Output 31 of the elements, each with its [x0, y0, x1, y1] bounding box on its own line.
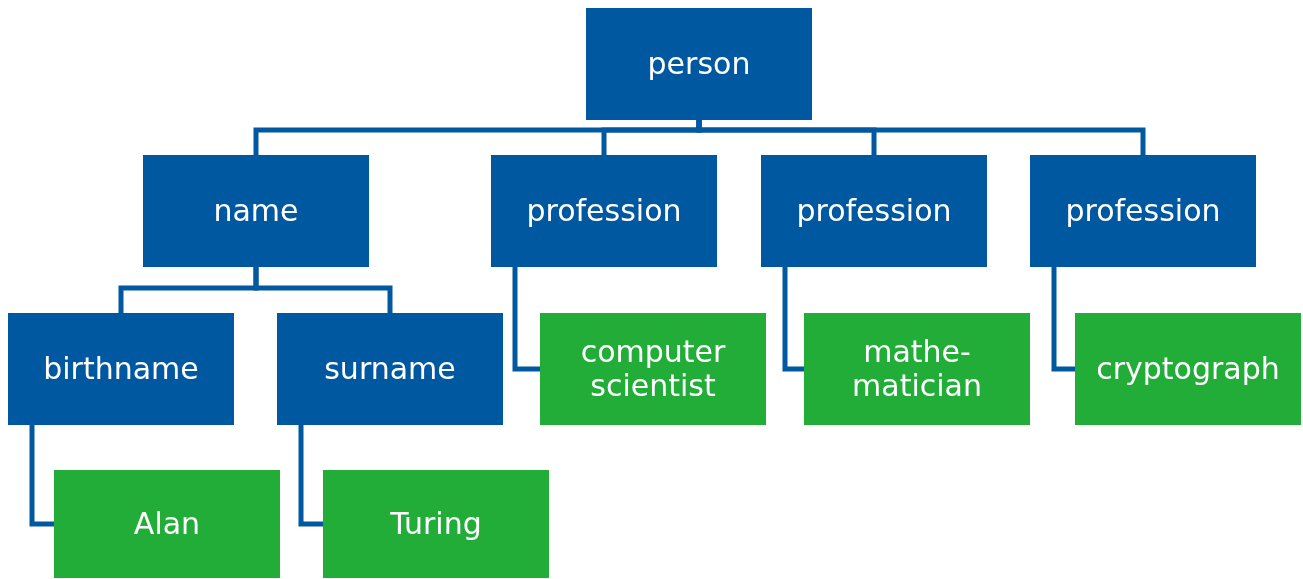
category-box: [1030, 155, 1256, 267]
node-label: profession: [796, 193, 952, 229]
node-label: name: [213, 193, 299, 229]
value-box: [323, 470, 549, 578]
category-box: [8, 313, 234, 425]
node-label: surname: [324, 351, 456, 387]
connector-line: [29, 425, 54, 527]
value-box: [1075, 313, 1301, 425]
connector-line: [512, 267, 540, 372]
node-label: Turing: [390, 506, 482, 542]
connector-line: [1051, 267, 1075, 372]
category-box: [586, 8, 812, 120]
connector-line: [782, 267, 804, 372]
node-label: computer scientist: [579, 334, 727, 404]
category-box: [277, 313, 503, 425]
category-box: [143, 155, 369, 267]
value-box: [540, 313, 766, 425]
node-label: Alan: [133, 506, 201, 542]
node-label: mathe- matician: [851, 334, 983, 404]
node-label: cryptograph: [1096, 351, 1280, 387]
node-label: person: [647, 46, 751, 82]
connector-line: [298, 425, 323, 527]
category-box: [491, 155, 717, 267]
node-label: profession: [1065, 193, 1221, 229]
category-box: [761, 155, 987, 267]
connector-line: [253, 267, 393, 313]
node-label: birthname: [43, 351, 199, 387]
connector-line: [696, 120, 1146, 155]
value-box: [54, 470, 280, 578]
node-label: profession: [526, 193, 682, 229]
value-box: [804, 313, 1030, 425]
